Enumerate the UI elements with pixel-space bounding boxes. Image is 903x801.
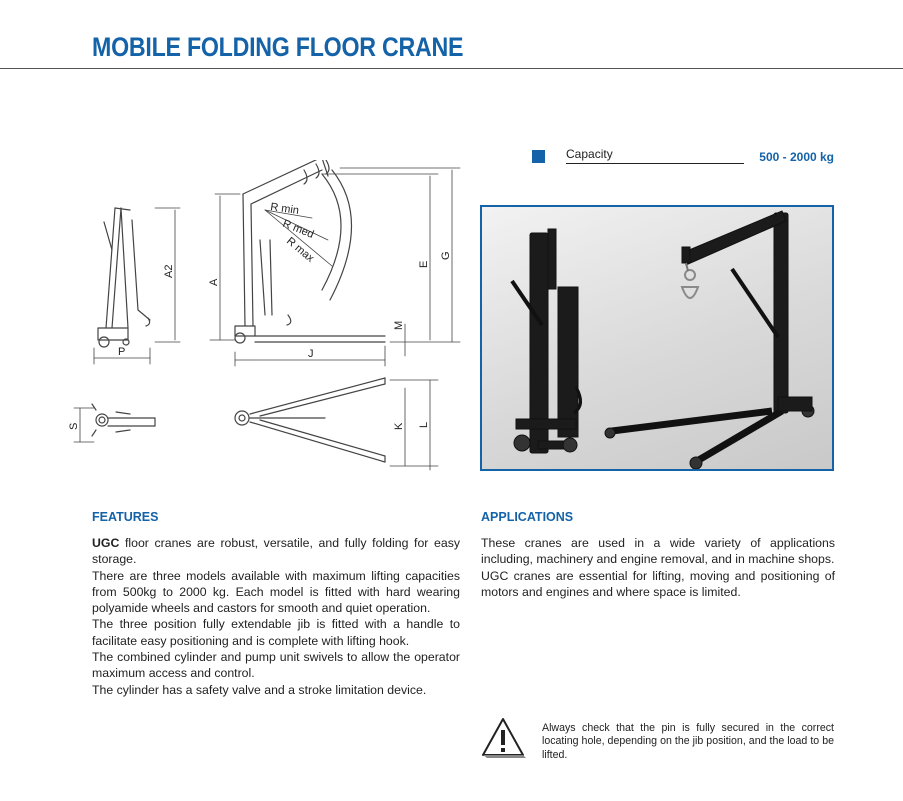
warning-text: Always check that the pin is fully secur… bbox=[542, 722, 834, 761]
folded-top-view bbox=[91, 403, 156, 437]
folded-side-view bbox=[97, 207, 151, 348]
page-title: MOBILE FOLDING FLOOR CRANE bbox=[92, 32, 464, 62]
features-paragraph: UGC floor cranes are robust, versatile, … bbox=[92, 535, 460, 568]
dim-label-e: E bbox=[418, 261, 430, 268]
capacity-label: Capacity bbox=[566, 147, 613, 161]
dim-label-g: G bbox=[440, 251, 452, 260]
crane-photo-illustration bbox=[510, 210, 815, 469]
applications-paragraph: These cranes are used in a wide variety … bbox=[481, 536, 835, 567]
warning-icon bbox=[482, 718, 526, 758]
capacity-row: Capacity 500 - 2000 kg bbox=[532, 147, 834, 167]
dim-label-l: L bbox=[418, 422, 430, 428]
dim-label-a: A bbox=[208, 278, 220, 286]
features-paragraph: The three position fully extendable jib … bbox=[92, 617, 460, 648]
product-photo bbox=[480, 205, 834, 471]
applications-paragraph: UGC cranes are essential for lifting, mo… bbox=[481, 568, 835, 599]
features-paragraph: The combined cylinder and pump unit swiv… bbox=[92, 650, 460, 681]
capacity-bullet bbox=[532, 150, 545, 163]
dim-label-j: J bbox=[308, 348, 314, 360]
working-top-view bbox=[234, 377, 386, 463]
brand-name: UGC bbox=[92, 536, 120, 550]
working-side-view bbox=[234, 160, 386, 344]
features-text: UGC floor cranes are robust, versatile, … bbox=[92, 535, 460, 698]
dim-label-m: M bbox=[393, 321, 405, 330]
capacity-value: 500 - 2000 kg bbox=[759, 150, 834, 164]
features-paragraph: The cylinder has a safety valve and a st… bbox=[92, 682, 427, 697]
features-heading: FEATURES bbox=[92, 510, 159, 524]
features-intro: floor cranes are robust, versatile, and … bbox=[92, 536, 460, 567]
dim-label-a2: A2 bbox=[163, 265, 175, 278]
dim-label-s: S bbox=[68, 423, 80, 430]
dim-label-p: P bbox=[118, 346, 125, 358]
applications-heading: APPLICATIONS bbox=[481, 510, 574, 524]
dim-label-k: K bbox=[393, 422, 405, 430]
title-divider bbox=[0, 68, 903, 69]
crane-technical-drawings: A2 P A J M E G R min R med R max S K L bbox=[68, 160, 461, 471]
features-paragraph: There are three models available with ma… bbox=[92, 568, 460, 616]
applications-text: These cranes are used in a wide variety … bbox=[481, 535, 835, 600]
capacity-leader-line bbox=[566, 163, 744, 164]
dim-label-r-min: R min bbox=[270, 201, 300, 217]
